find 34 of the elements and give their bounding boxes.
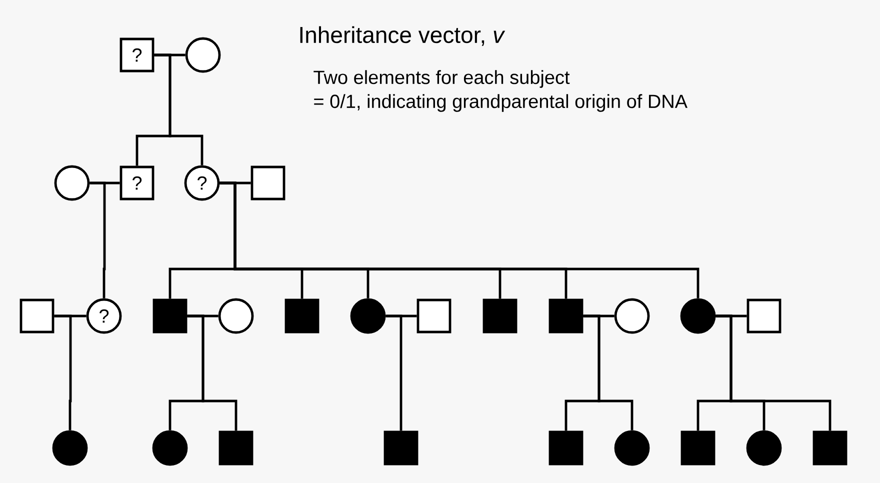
- square-symbol: [20, 298, 54, 334]
- filled-circle-symbol: [152, 430, 188, 466]
- filled-square-symbol: [680, 430, 716, 466]
- square-symbol: [416, 298, 452, 334]
- filled-square-symbol: [384, 430, 418, 466]
- descent-line: [187, 314, 238, 431]
- descent-line: [220, 182, 700, 298]
- descent-line: [583, 314, 634, 430]
- filled-square-symbol: [548, 430, 584, 466]
- filled-circle-symbol: [350, 298, 386, 334]
- title: Inheritance vector, v: [300, 26, 506, 46]
- filled-square-symbol: [284, 298, 320, 334]
- square-symbol: [746, 298, 782, 334]
- filled-square-symbol: [812, 430, 848, 466]
- filled-circle-symbol: [746, 430, 782, 466]
- note-text: Two elements for each subject: [314, 70, 570, 88]
- note-text: = 0/1, indicating grandparental origin of DNA: [314, 94, 688, 112]
- descent-line: [154, 54, 204, 166]
- descent-line: [90, 182, 106, 298]
- circle-symbol: [54, 165, 90, 201]
- filled-square-symbol: [548, 298, 584, 334]
- filled-circle-symbol: [680, 298, 716, 334]
- filled-circle-symbol: [52, 430, 88, 466]
- filled-square-symbol: [152, 298, 188, 334]
- descent-line: [386, 314, 402, 431]
- filled-square-symbol: [482, 298, 518, 334]
- descent-line: [716, 314, 832, 431]
- filled-circle-symbol: [614, 430, 650, 466]
- square-symbol: [250, 166, 286, 200]
- circle-symbol: [218, 298, 254, 334]
- filled-square-symbol: [218, 430, 254, 466]
- descent-line: [54, 314, 72, 430]
- circle-symbol: [185, 37, 221, 73]
- circle-symbol: [614, 298, 650, 334]
